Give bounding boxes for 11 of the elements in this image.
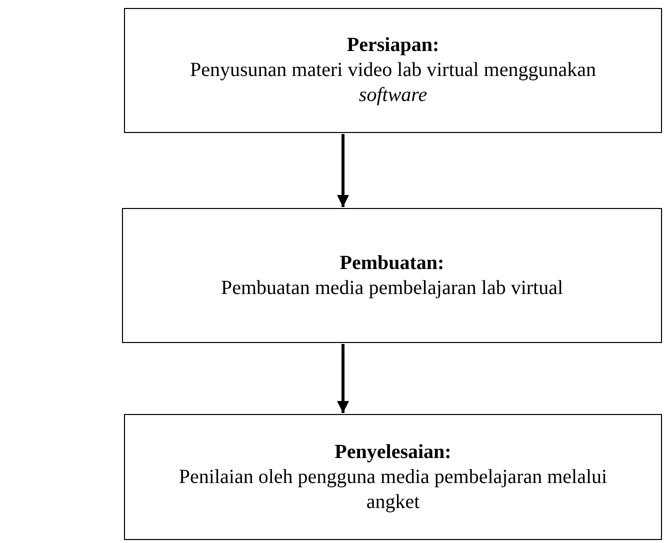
process-box: [124, 414, 662, 540]
step-description: Penilaian oleh pengguna media pembelajaran melalui angket: [178, 464, 608, 514]
step-description: Penyusunan materi video lab virtual menggunakan software: [188, 58, 597, 108]
process-box: [124, 8, 662, 133]
step-heading: Penyelesaian:: [334, 440, 452, 464]
step-heading: Persiapan:: [346, 33, 440, 58]
step-description: Pembuatan media pembelajaran lab virtual: [220, 276, 564, 300]
arrow: [337, 134, 349, 207]
arrow: [337, 344, 349, 413]
step-heading: Pembuatan:: [340, 250, 444, 276]
process-box: [122, 208, 662, 343]
